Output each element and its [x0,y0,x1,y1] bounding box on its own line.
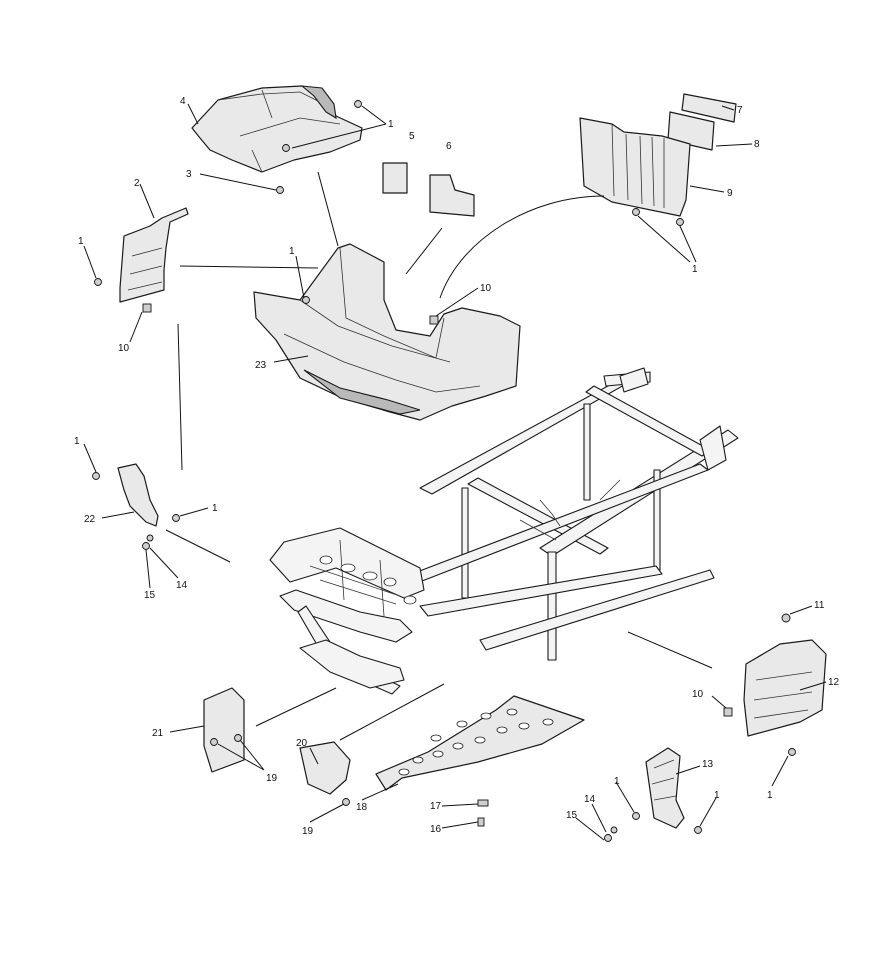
rear-panel-9 [579,117,691,217]
callout-1: 1 [388,119,394,130]
floor-tub-23 [253,243,521,421]
side-panel-12 [743,639,827,737]
callout-20: 20 [296,738,308,749]
callout-19: 19 [266,773,278,784]
callout-8: 8 [754,139,760,150]
callout-12: 12 [828,677,840,688]
callout-1: 1 [614,776,620,787]
plate-20 [299,741,351,795]
callout-22: 22 [84,514,96,525]
callout-1: 1 [78,236,84,247]
callout-1: 1 [212,503,218,514]
skid-plate-holes [398,708,554,776]
callout-1: 1 [289,246,295,257]
callout-14: 14 [176,580,188,591]
callout-9: 9 [727,188,733,199]
callout-19: 19 [302,826,314,837]
rear-storage-cover [191,85,363,173]
callout-10: 10 [480,283,492,294]
decal-5 [382,162,408,194]
decal-7 [681,93,737,123]
bracket-22 [117,463,159,527]
callout-1: 1 [714,790,720,801]
callout-7: 7 [737,105,743,116]
callout-21: 21 [152,728,164,739]
callout-2: 2 [134,178,140,189]
fasteners [92,100,796,842]
side-panel-2 [119,207,189,303]
callout-5: 5 [409,131,415,142]
callout-labels: 4 1 5 6 7 8 9 3 2 1 1 1 10 10 23 1 1 22 … [74,96,840,837]
skid-plate-18 [375,695,585,791]
bracket-13 [645,747,685,829]
callout-15: 15 [144,590,156,601]
callout-16: 16 [430,824,442,835]
callout-10: 10 [692,689,704,700]
callout-1: 1 [692,264,698,275]
plate-21 [203,687,245,773]
callout-11: 11 [814,600,825,611]
callout-18: 18 [356,802,368,813]
decal-6 [429,174,475,217]
leader-lines [83,103,827,841]
callout-1: 1 [767,790,773,801]
main-frame [269,367,739,695]
callout-3: 3 [186,169,192,180]
callout-17: 17 [430,801,442,812]
callout-10: 10 [118,343,130,354]
callout-13: 13 [702,759,714,770]
callout-23: 23 [255,360,267,371]
callout-15: 15 [566,810,578,821]
callout-1: 1 [74,436,80,447]
callout-4: 4 [180,96,186,107]
callout-14: 14 [584,794,596,805]
callout-6: 6 [446,141,452,152]
